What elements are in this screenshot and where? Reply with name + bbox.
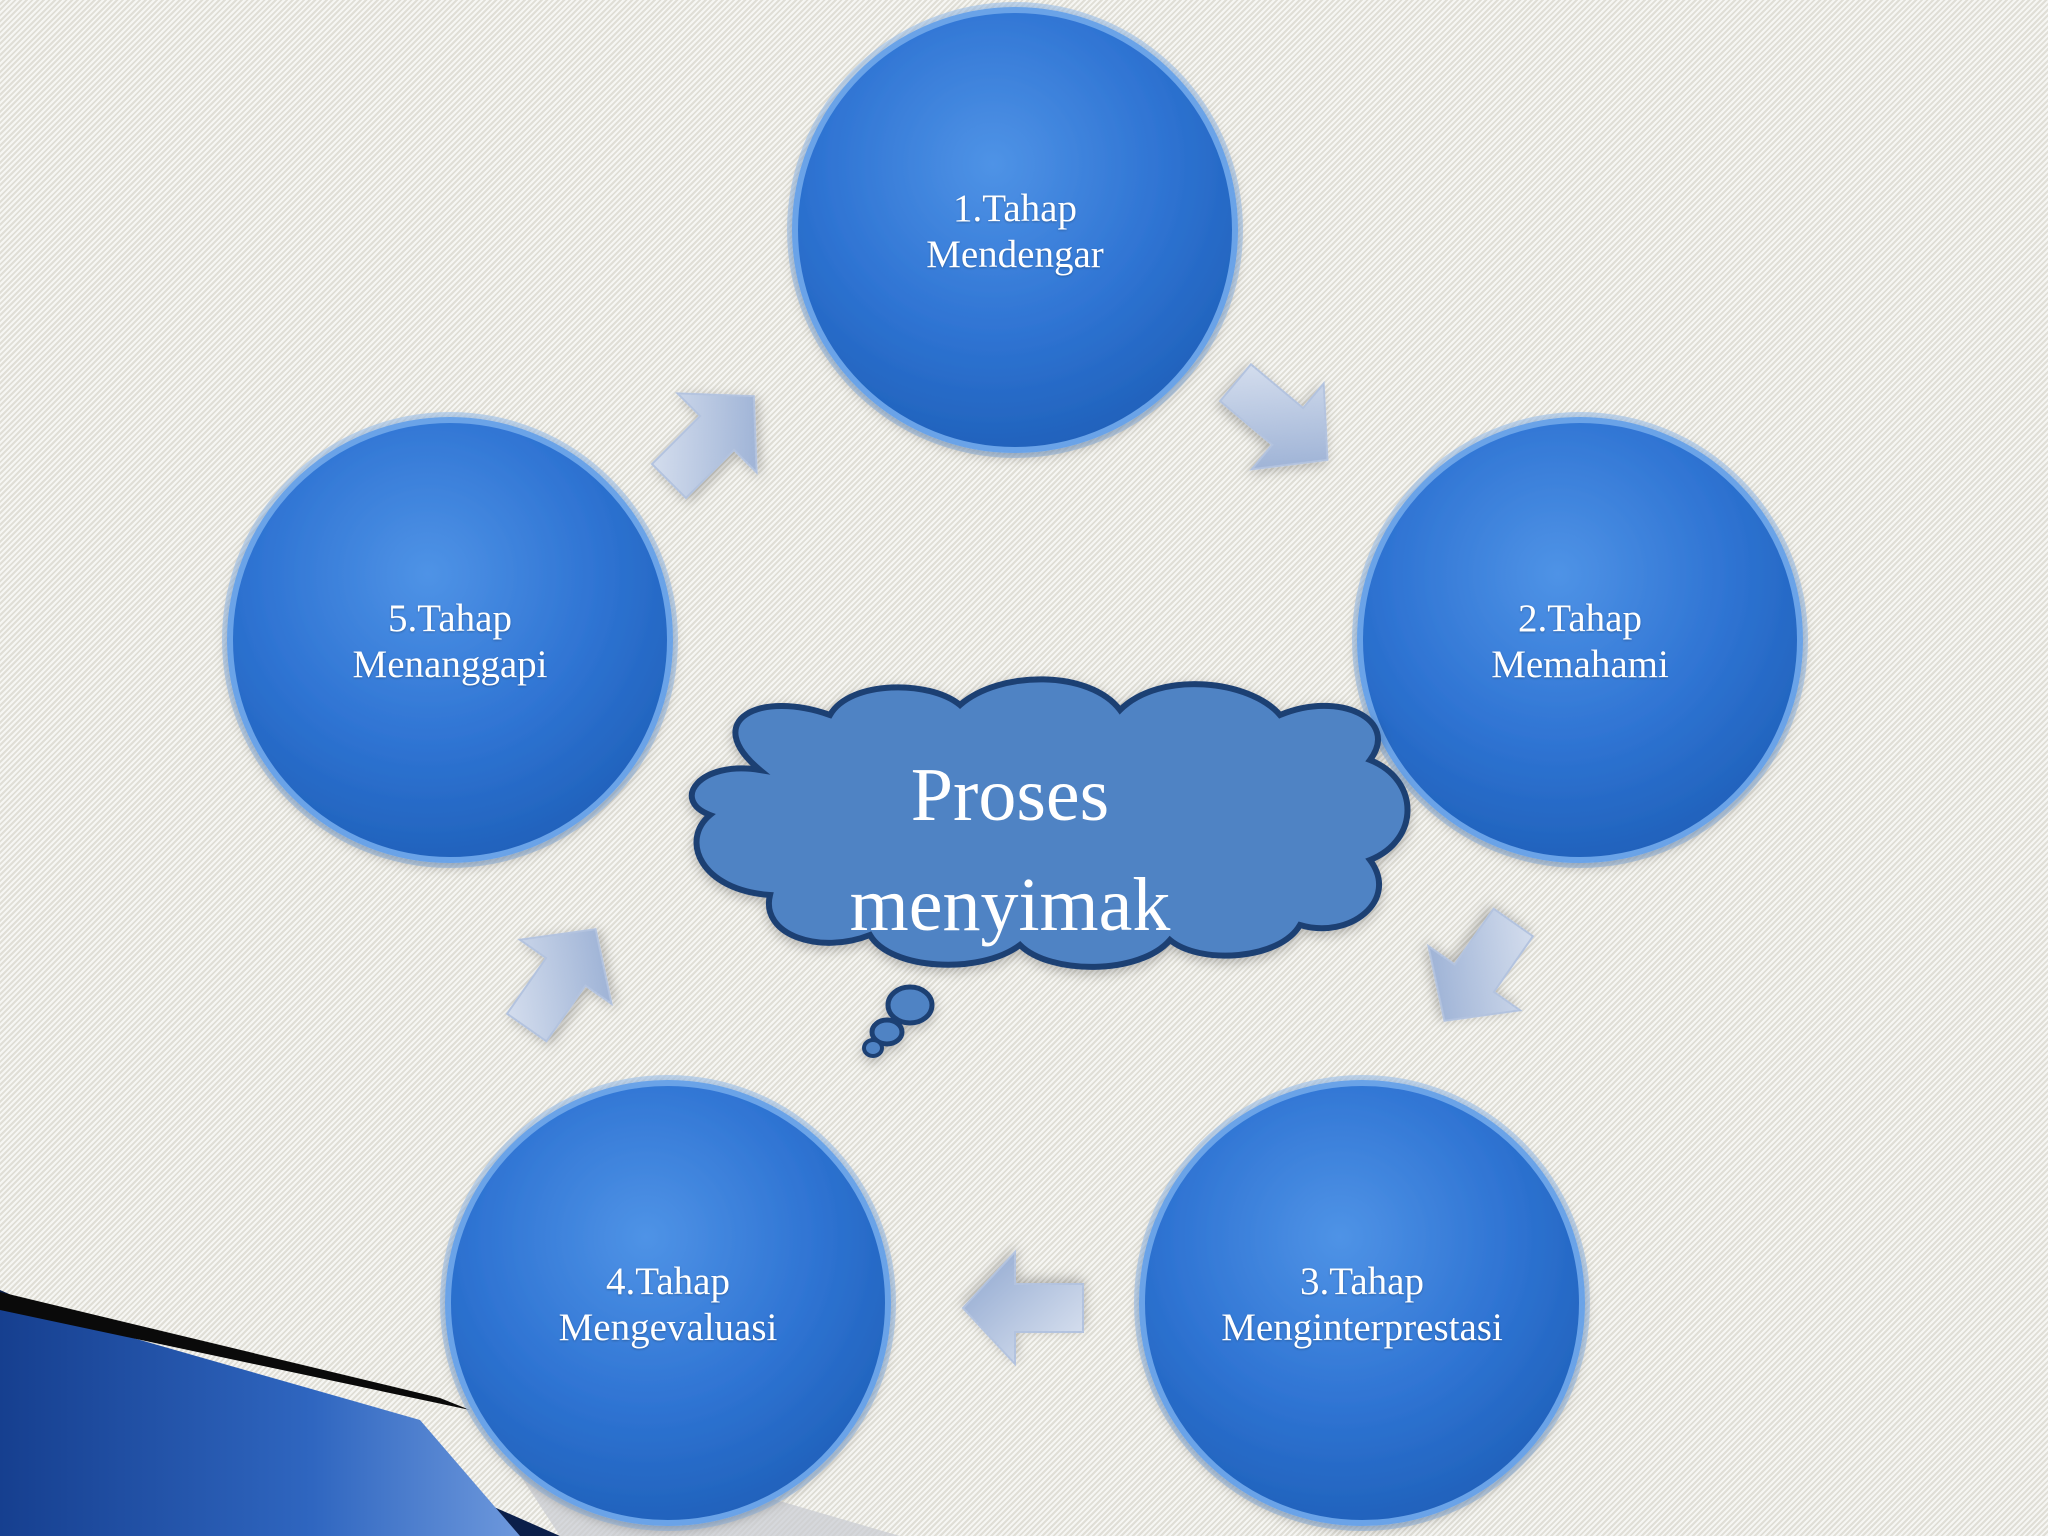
center-title-line1: Proses xyxy=(910,753,1110,837)
stage-name: Mengevaluasi xyxy=(558,1306,778,1349)
stage-number: 1.Tahap xyxy=(953,187,1077,230)
stage-circle-2 xyxy=(1352,412,1808,868)
stage-circle-4 xyxy=(440,1075,896,1531)
stage-name: Menanggapi xyxy=(352,643,548,686)
stage-circle-3 xyxy=(1134,1075,1590,1531)
stage-label-5: 5.Tahap Menanggapi xyxy=(270,596,630,688)
stage-name: Menginterprestasi xyxy=(1221,1306,1503,1349)
stage-number: 2.Tahap xyxy=(1518,597,1642,640)
arrow-5-to-1 xyxy=(650,392,758,500)
stage-circle-5 xyxy=(222,412,678,868)
stage-name: Mendengar xyxy=(926,233,1104,276)
stage-number: 3.Tahap xyxy=(1300,1260,1424,1303)
stage-label-1: 1.Tahap Mendengar xyxy=(835,186,1195,278)
stage-name: Memahami xyxy=(1491,643,1669,686)
stage-number: 5.Tahap xyxy=(388,597,512,640)
stage-label-2: 2.Tahap Memahami xyxy=(1400,596,1760,688)
stage-number: 4.Tahap xyxy=(606,1260,730,1303)
center-title: Proses menyimak xyxy=(760,740,1260,960)
stage-circle-1 xyxy=(787,2,1243,458)
center-cloud xyxy=(688,676,1411,1058)
arrow-1-to-2 xyxy=(1218,362,1329,471)
stage-label-3: 3.Tahap Menginterprestasi xyxy=(1182,1259,1542,1351)
arrow-3-to-4 xyxy=(961,1249,1084,1367)
stage-label-4: 4.Tahap Mengevaluasi xyxy=(488,1259,848,1351)
center-title-line2: menyimak xyxy=(849,863,1171,947)
arrow-4-to-5 xyxy=(505,928,614,1043)
arrow-2-to-3 xyxy=(1426,907,1535,1022)
